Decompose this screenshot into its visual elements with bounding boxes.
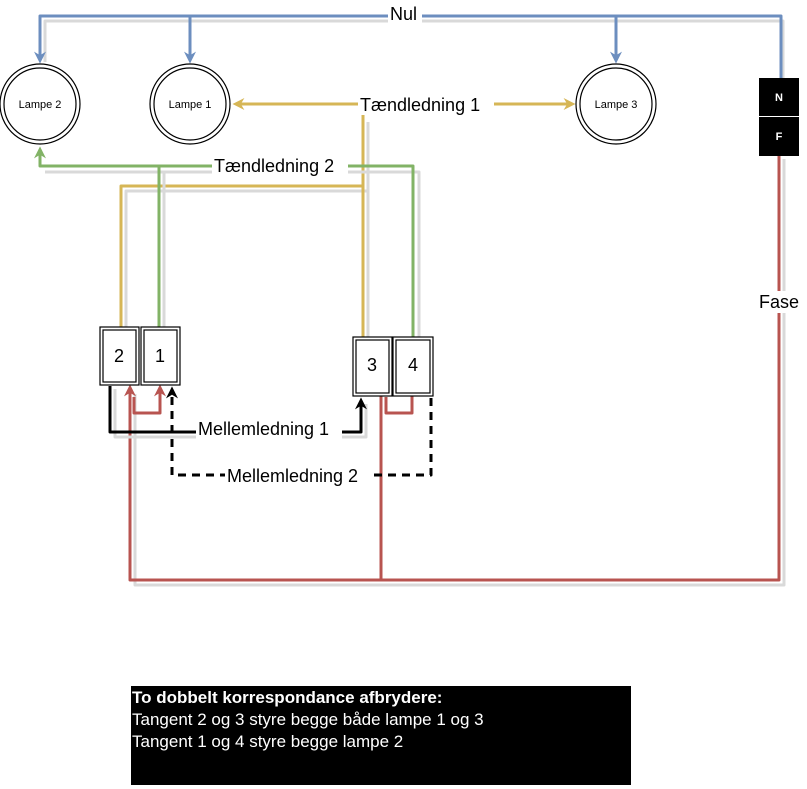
info-note-line-1: Tangent 2 og 3 styre begge både lampe 1 … [132, 710, 484, 729]
terminal-f-label: F [776, 131, 783, 143]
wire-fase [124, 156, 786, 587]
lamp-1-label: Lampe 1 [169, 99, 212, 111]
switch-key-3: 3 [352, 336, 393, 397]
info-note-line-2: Tangent 1 og 4 styre begge lampe 2 [132, 732, 404, 751]
info-note: To dobbelt korrespondance afbrydere: Tan… [131, 686, 631, 785]
switch-key-3-label: 3 [367, 355, 377, 375]
switch-key-2: 2 [99, 326, 140, 386]
switch-key-1: 1 [140, 326, 181, 386]
terminal-nf: N F [759, 78, 799, 156]
label-fase: Fase [759, 292, 799, 312]
lamp-3-label: Lampe 3 [595, 99, 638, 111]
switch-key-2-label: 2 [114, 346, 124, 366]
wire-mellemledning-2 [166, 386, 433, 477]
label-taendledning-1: Tændledning 1 [360, 95, 480, 115]
wire-nul [34, 14, 785, 80]
lamp-2: Lampe 2 [0, 63, 81, 145]
lamp-1: Lampe 1 [149, 63, 231, 145]
switch-key-4: 4 [392, 336, 434, 397]
terminal-n-label: N [775, 92, 783, 104]
lamp-2-label: Lampe 2 [19, 99, 62, 111]
label-mellemledning-1: Mellemledning 1 [198, 419, 329, 439]
switch-key-1-label: 1 [155, 346, 165, 366]
label-nul: Nul [390, 4, 417, 24]
switch-key-4-label: 4 [408, 355, 418, 375]
lamp-3: Lampe 3 [575, 63, 657, 145]
info-note-title: To dobbelt korrespondance afbrydere: [132, 688, 443, 707]
label-mellemledning-2: Mellemledning 2 [227, 466, 358, 486]
label-taendledning-2: Tændledning 2 [214, 156, 334, 176]
